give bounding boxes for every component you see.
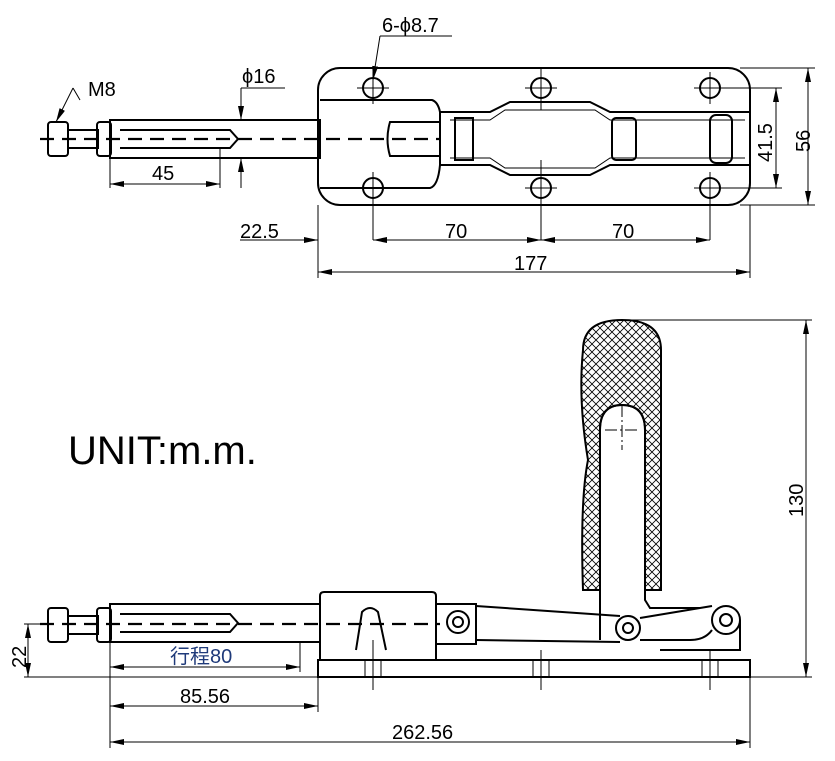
body	[320, 99, 441, 189]
link-inner	[450, 109, 745, 169]
base-plate-side	[317, 659, 751, 678]
dim-45: 45	[152, 163, 174, 185]
top-view: M8 ϕ16 6-ϕ8.7 45 22.5 70 70 177	[40, 15, 815, 278]
clamp-body	[319, 591, 437, 660]
holes-label: 6-ϕ8.7	[382, 15, 439, 37]
thread-label: M8	[88, 79, 116, 101]
body-slot	[355, 607, 387, 651]
pin-3	[709, 114, 733, 164]
dim-130: 130	[786, 484, 808, 517]
linkage-support	[435, 620, 741, 660]
plunger-head	[386, 121, 441, 157]
dim-22: 22	[9, 646, 31, 668]
mounting-holes	[357, 68, 726, 240]
dim-262-56: 262.56	[392, 722, 453, 744]
handle-grip	[580, 318, 662, 591]
pin-1	[454, 117, 474, 161]
dim-22-5: 22.5	[240, 221, 279, 243]
rod-diameter-label: ϕ16	[242, 66, 275, 88]
stroke-label: 行程80	[170, 645, 232, 668]
base-plate	[317, 67, 751, 206]
handle-arm	[599, 403, 700, 609]
side-dimensions: 22 行程80 85.56 262.56 130	[9, 319, 812, 748]
dim-70-a: 70	[445, 221, 467, 243]
dim-56: 56	[793, 130, 815, 152]
link-lower	[440, 164, 750, 176]
pivot-block	[435, 603, 477, 645]
dim-177: 177	[514, 253, 547, 275]
link-upper	[440, 101, 750, 113]
pin-2	[611, 117, 637, 161]
dim-85-56: 85.56	[180, 686, 230, 708]
dim-70-b: 70	[612, 221, 634, 243]
unit-label: UNIT:m.m.	[68, 429, 257, 473]
linkage	[475, 605, 713, 643]
rod-thread	[120, 129, 240, 149]
side-view: UNIT:m.m. 22 行程80	[9, 318, 812, 748]
dim-41-5: 41.5	[755, 123, 777, 162]
top-dimensions: M8 ϕ16 6-ϕ8.7 45 22.5 70 70 177	[55, 15, 815, 278]
